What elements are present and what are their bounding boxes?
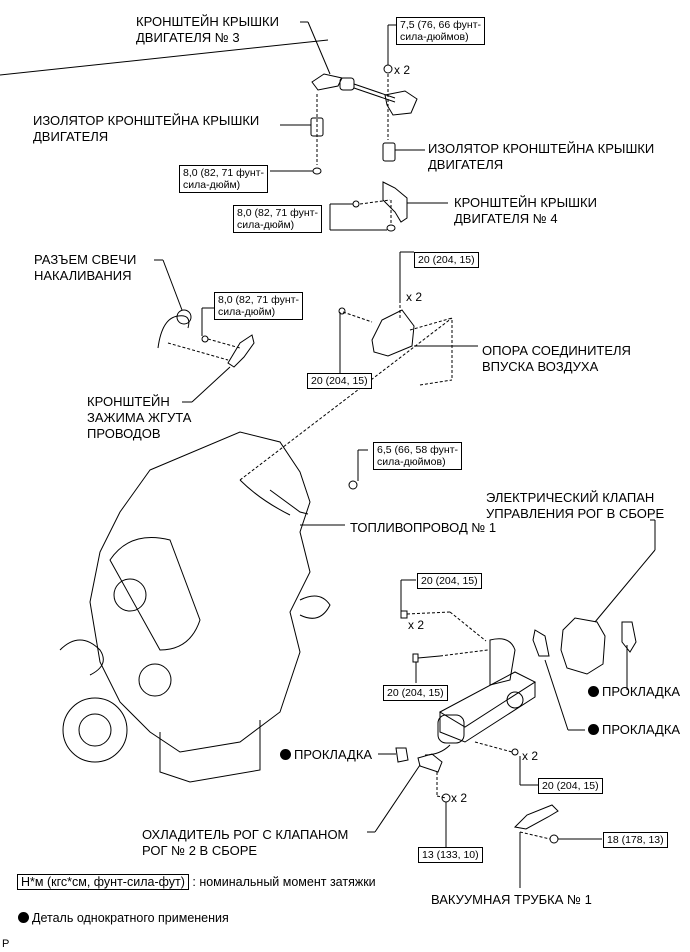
torque-isolator: 8,0 (82, 71 фунт- сила-дюйм)	[179, 165, 268, 193]
engine-cover-bracket-3	[311, 73, 418, 116]
torque-fuel-pipe: 6,5 (66, 58 фунт- сила-дюймов)	[373, 442, 462, 470]
label-gasket-right: ПРОКЛАДКА	[588, 684, 680, 700]
torque-stay-left: 20 (204, 15)	[307, 373, 372, 389]
egr-valve-assembly	[560, 617, 606, 675]
label-engine-cover-bracket-isolator-left: ИЗОЛЯТОР КРОНШТЕЙНА КРЫШКИ ДВИГАТЕЛЯ	[33, 113, 260, 144]
torque-stay-top: 20 (204, 15)	[414, 252, 479, 268]
gasket-left	[395, 747, 409, 763]
label-gasket-left: ПРОКЛАДКА	[280, 747, 372, 763]
vacuum-pipe-1	[513, 804, 559, 830]
torque-egr-nut: 20 (204, 15)	[417, 573, 482, 589]
gasket-middle	[532, 629, 550, 657]
label-engine-cover-bracket-3: КРОНШТЕЙН КРЫШКИ ДВИГАТЕЛЯ № 3	[136, 14, 279, 45]
egr-bolt	[412, 653, 419, 663]
torque-egr-bolt: 20 (204, 15)	[383, 685, 448, 701]
non-reusable-dot-icon	[280, 749, 291, 760]
quantity-x2: x 2	[451, 791, 468, 805]
label-gasket-middle: ПРОКЛАДКА	[588, 722, 680, 738]
non-reusable-dot-icon	[588, 724, 599, 735]
engine-assembly	[59, 431, 331, 783]
legend-torque: Н*м (кгс*см, фунт-сила-фут) : номинальны…	[17, 874, 376, 890]
quantity-x2: x 2	[406, 290, 423, 304]
label-fuel-pipe-1: ТОПЛИВОПРОВОД № 1	[350, 520, 497, 535]
quantity-x2: x 2	[522, 749, 539, 763]
quantity-x2: x 2	[394, 63, 411, 77]
quantity-x2: x 2	[408, 618, 425, 632]
torque-harness-bracket: 8,0 (82, 71 фунт- сила-дюйм)	[214, 292, 303, 320]
footer-code: P	[2, 938, 10, 950]
label-egr-valve-assembly: ЭЛЕКТРИЧЕСКИЙ КЛАПАН УПРАВЛЕНИЯ РОГ В СБ…	[486, 490, 665, 521]
intake-air-connector-stay	[371, 309, 415, 357]
isolator-right	[382, 142, 396, 162]
label-vacuum-pipe-1: ВАКУУМНАЯ ТРУБКА № 1	[431, 892, 592, 907]
gasket-right	[621, 621, 637, 653]
engine-cover-bracket-4	[382, 181, 408, 223]
torque-bracket-4: 8,0 (82, 71 фунт- сила-дюйм)	[233, 205, 322, 233]
legend-non-reusable: Деталь однократного применения	[18, 910, 229, 926]
egr-cooler-assembly	[424, 638, 537, 756]
nut-icon	[383, 64, 393, 74]
legend-torque-description: : номинальный момент затяжки	[192, 875, 376, 889]
egr-nut	[400, 610, 408, 619]
wire-harness-clamp-bracket	[227, 334, 255, 368]
torque-egr-cooler-nut: 13 (133, 10)	[418, 847, 483, 863]
glow-plug-connector	[157, 315, 190, 349]
torque-egr-lower-bolt: 20 (204, 15)	[538, 778, 603, 794]
label-egr-cooler-assembly: ОХЛАДИТЕЛЬ РОГ С КЛАПАНОМ РОГ № 2 В СБОР…	[142, 827, 349, 858]
legend-torque-unit: Н*м (кгс*см, фунт-сила-фут)	[17, 874, 189, 890]
torque-engine-cover-bracket-3: 7,5 (76, 66 фунт- сила-дюймов)	[396, 17, 485, 45]
torque-vacuum-pipe: 18 (178, 13)	[603, 832, 668, 848]
non-reusable-dot-icon	[588, 686, 599, 697]
nut-left	[312, 167, 322, 175]
label-engine-cover-bracket-4: КРОНШТЕЙН КРЫШКИ ДВИГАТЕЛЯ № 4	[454, 195, 597, 226]
label-glow-plug-connector: РАЗЪЕМ СВЕЧИ НАКАЛИВАНИЯ	[34, 252, 137, 283]
label-wire-harness-clamp-bracket: КРОНШТЕЙН ЗАЖИМА ЖГУТА ПРОВОДОВ	[87, 394, 192, 441]
non-reusable-dot-icon	[18, 912, 29, 923]
label-engine-cover-bracket-isolator-right: ИЗОЛЯТОР КРОНШТЕЙНА КРЫШКИ ДВИГАТЕЛЯ	[428, 141, 655, 172]
label-intake-air-connector-stay: ОПОРА СОЕДИНИТЕЛЯ ВПУСКА ВОЗДУХА	[482, 343, 631, 374]
